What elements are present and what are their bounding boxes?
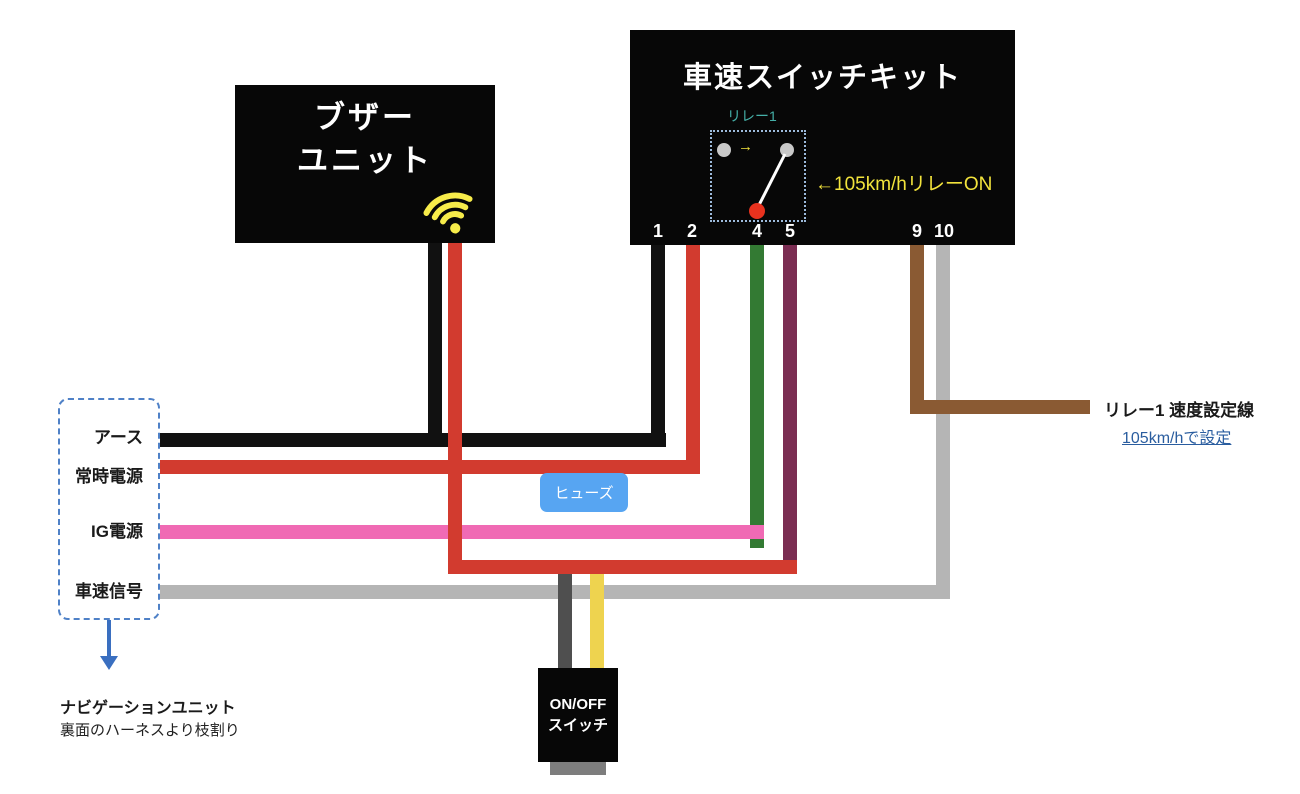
nav-unit-box <box>58 398 160 620</box>
wire-power-horizontal <box>160 460 700 474</box>
relay-arrow-icon: → <box>738 138 753 155</box>
wire-speed-horizontal <box>160 585 950 599</box>
wire-ground-from-buzzer <box>428 243 442 447</box>
pin-9: 9 <box>911 221 923 241</box>
wire-power-from-buzzer <box>448 243 462 574</box>
relay-diagram: → <box>710 130 806 222</box>
wire-switch-gray <box>558 574 572 668</box>
pin-4: 4 <box>751 221 763 241</box>
wire-green-to-pin4 <box>750 245 764 548</box>
relay-terminal-right <box>780 143 794 157</box>
wire-purple-to-pin5 <box>783 245 797 574</box>
arrow-down-icon <box>100 656 118 670</box>
wire-speed-to-pin10 <box>936 245 950 599</box>
onoff-switch-box: ON/OFF スイッチ <box>538 668 618 762</box>
label-speed-signal: 車速信号 <box>75 582 143 601</box>
relay-on-annotation: ←105km/hリレーON <box>815 174 993 195</box>
pin-10: 10 <box>933 221 955 241</box>
kit-title: 車速スイッチキット <box>682 62 962 94</box>
relay-label: リレー1 <box>727 108 777 124</box>
wire-relay-horizontal <box>910 400 1090 414</box>
buzzer-title-line1: ブザー <box>314 100 416 135</box>
relay-schematic <box>717 143 794 219</box>
wire-switch-yellow <box>590 574 604 668</box>
wire-relay-vertical <box>910 245 924 414</box>
buzzer-unit-title: ブザー ユニット <box>235 85 495 182</box>
switch-label-line2: スイッチ <box>547 717 608 734</box>
speed-switch-kit-box: 車速スイッチキット リレー1 → ←105km/hリレーON 1 2 4 5 9… <box>630 30 1015 245</box>
buzzer-title-line2: ユニット <box>297 143 433 178</box>
wire-ig-horizontal <box>160 525 764 539</box>
nav-caption-sub: 裏面のハーネスより枝割り <box>60 722 240 739</box>
relay-arm <box>755 153 787 210</box>
fuse-label: ヒューズ <box>540 473 628 512</box>
wifi-icon <box>423 192 473 234</box>
wire-ground-horizontal <box>160 433 666 447</box>
pin-1: 1 <box>652 221 664 241</box>
pin-5: 5 <box>784 221 796 241</box>
switch-label-line1: ON/OFF <box>549 696 607 713</box>
wire-ground-to-pin1 <box>651 245 665 447</box>
label-constant-power: 常時電源 <box>75 467 143 486</box>
relay-note-link[interactable]: 105km/hで設定 <box>1122 430 1232 447</box>
relay-note-title: リレー1 速度設定線 <box>1104 401 1255 420</box>
switch-base <box>550 762 606 775</box>
pin-2: 2 <box>686 221 698 241</box>
arrow-down-line <box>107 620 111 658</box>
label-ground: アース <box>93 428 143 447</box>
relay-terminal-left <box>717 143 731 157</box>
wire-power-bottom <box>448 560 797 574</box>
label-ig-power: IG電源 <box>91 522 143 541</box>
relay-common-dot <box>749 203 765 219</box>
wire-power-to-pin2 <box>686 245 700 474</box>
buzzer-unit-box: ブザー ユニット <box>235 85 495 243</box>
nav-caption-title: ナビゲーションユニット <box>60 700 236 717</box>
